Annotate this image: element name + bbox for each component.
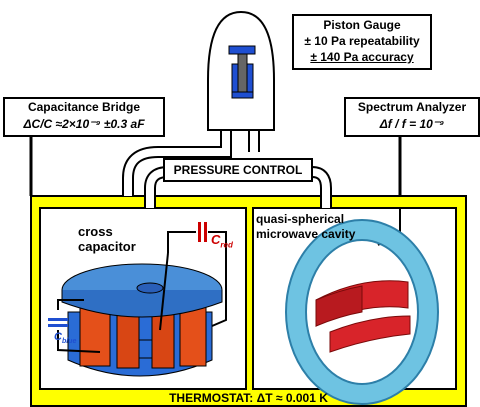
piston-cylinder-right <box>246 63 254 95</box>
cross-capacitor-line1: cross <box>78 224 113 239</box>
capacitance-bridge-title: Capacitance Bridge <box>27 100 141 114</box>
c-red-plate-2 <box>204 222 207 242</box>
wire-cblue-bottom <box>57 330 101 353</box>
piston-base <box>231 91 254 99</box>
piston-gauge-title: Piston Gauge <box>323 18 401 32</box>
c-blue-symbol: C <box>54 331 62 343</box>
capacitance-bridge-spec: ΔC/C ≈2×10⁻⁹ ±0.3 aF <box>23 117 145 131</box>
thermostat-label: THERMOSTAT: ΔT ≈ 0.001 K <box>169 391 328 405</box>
cavity-line1: quasi-spherical <box>256 212 345 226</box>
c-blue-plate-2 <box>48 324 68 327</box>
cavity-line2: microwave cavity <box>256 227 356 241</box>
piston-cylinder-left <box>231 63 239 95</box>
spectrum-analyzer-box: Spectrum Analyzer Δf / f = 10⁻⁹ <box>344 97 480 137</box>
cavity-inner-band-front <box>329 315 411 353</box>
c-blue-subscript: blue <box>61 338 77 346</box>
pressure-control-label: PRESSURE CONTROL <box>163 158 313 182</box>
capacitance-bridge-box: Capacitance Bridge ΔC/C ≈2×10⁻⁹ ±0.3 aF <box>3 97 165 137</box>
capacitor-center-hole <box>136 282 164 294</box>
piston-cap <box>228 45 256 55</box>
wire-cred-right <box>208 231 227 327</box>
cross-capacitor-line2: capacitor <box>78 239 136 254</box>
wire-cred-left <box>167 231 196 253</box>
wire-cblue-top <box>57 299 84 310</box>
c-blue-label: Cblue <box>54 330 76 349</box>
spectrum-analyzer-title: Spectrum Analyzer <box>357 100 467 114</box>
piston-gauge-accuracy: ± 140 Pa accuracy <box>310 50 414 64</box>
spectrum-analyzer-spec: Δf / f = 10⁻⁹ <box>379 117 445 131</box>
c-red-subscript: red <box>220 240 233 250</box>
c-red-symbol: C <box>211 232 221 247</box>
c-red-plate-1 <box>198 222 201 242</box>
cavity-label: quasi-spherical microwave cavity <box>256 212 355 242</box>
piston-gauge-box: Piston Gauge ± 10 Pa repeatability ± 140… <box>292 14 432 70</box>
piston-gauge-repeatability: ± 10 Pa repeatability <box>304 34 420 48</box>
piston-rod <box>237 53 248 93</box>
cross-capacitor-label: cross capacitor <box>78 224 136 254</box>
c-blue-plate-1 <box>48 318 68 321</box>
c-red-label: Cred <box>211 232 233 253</box>
